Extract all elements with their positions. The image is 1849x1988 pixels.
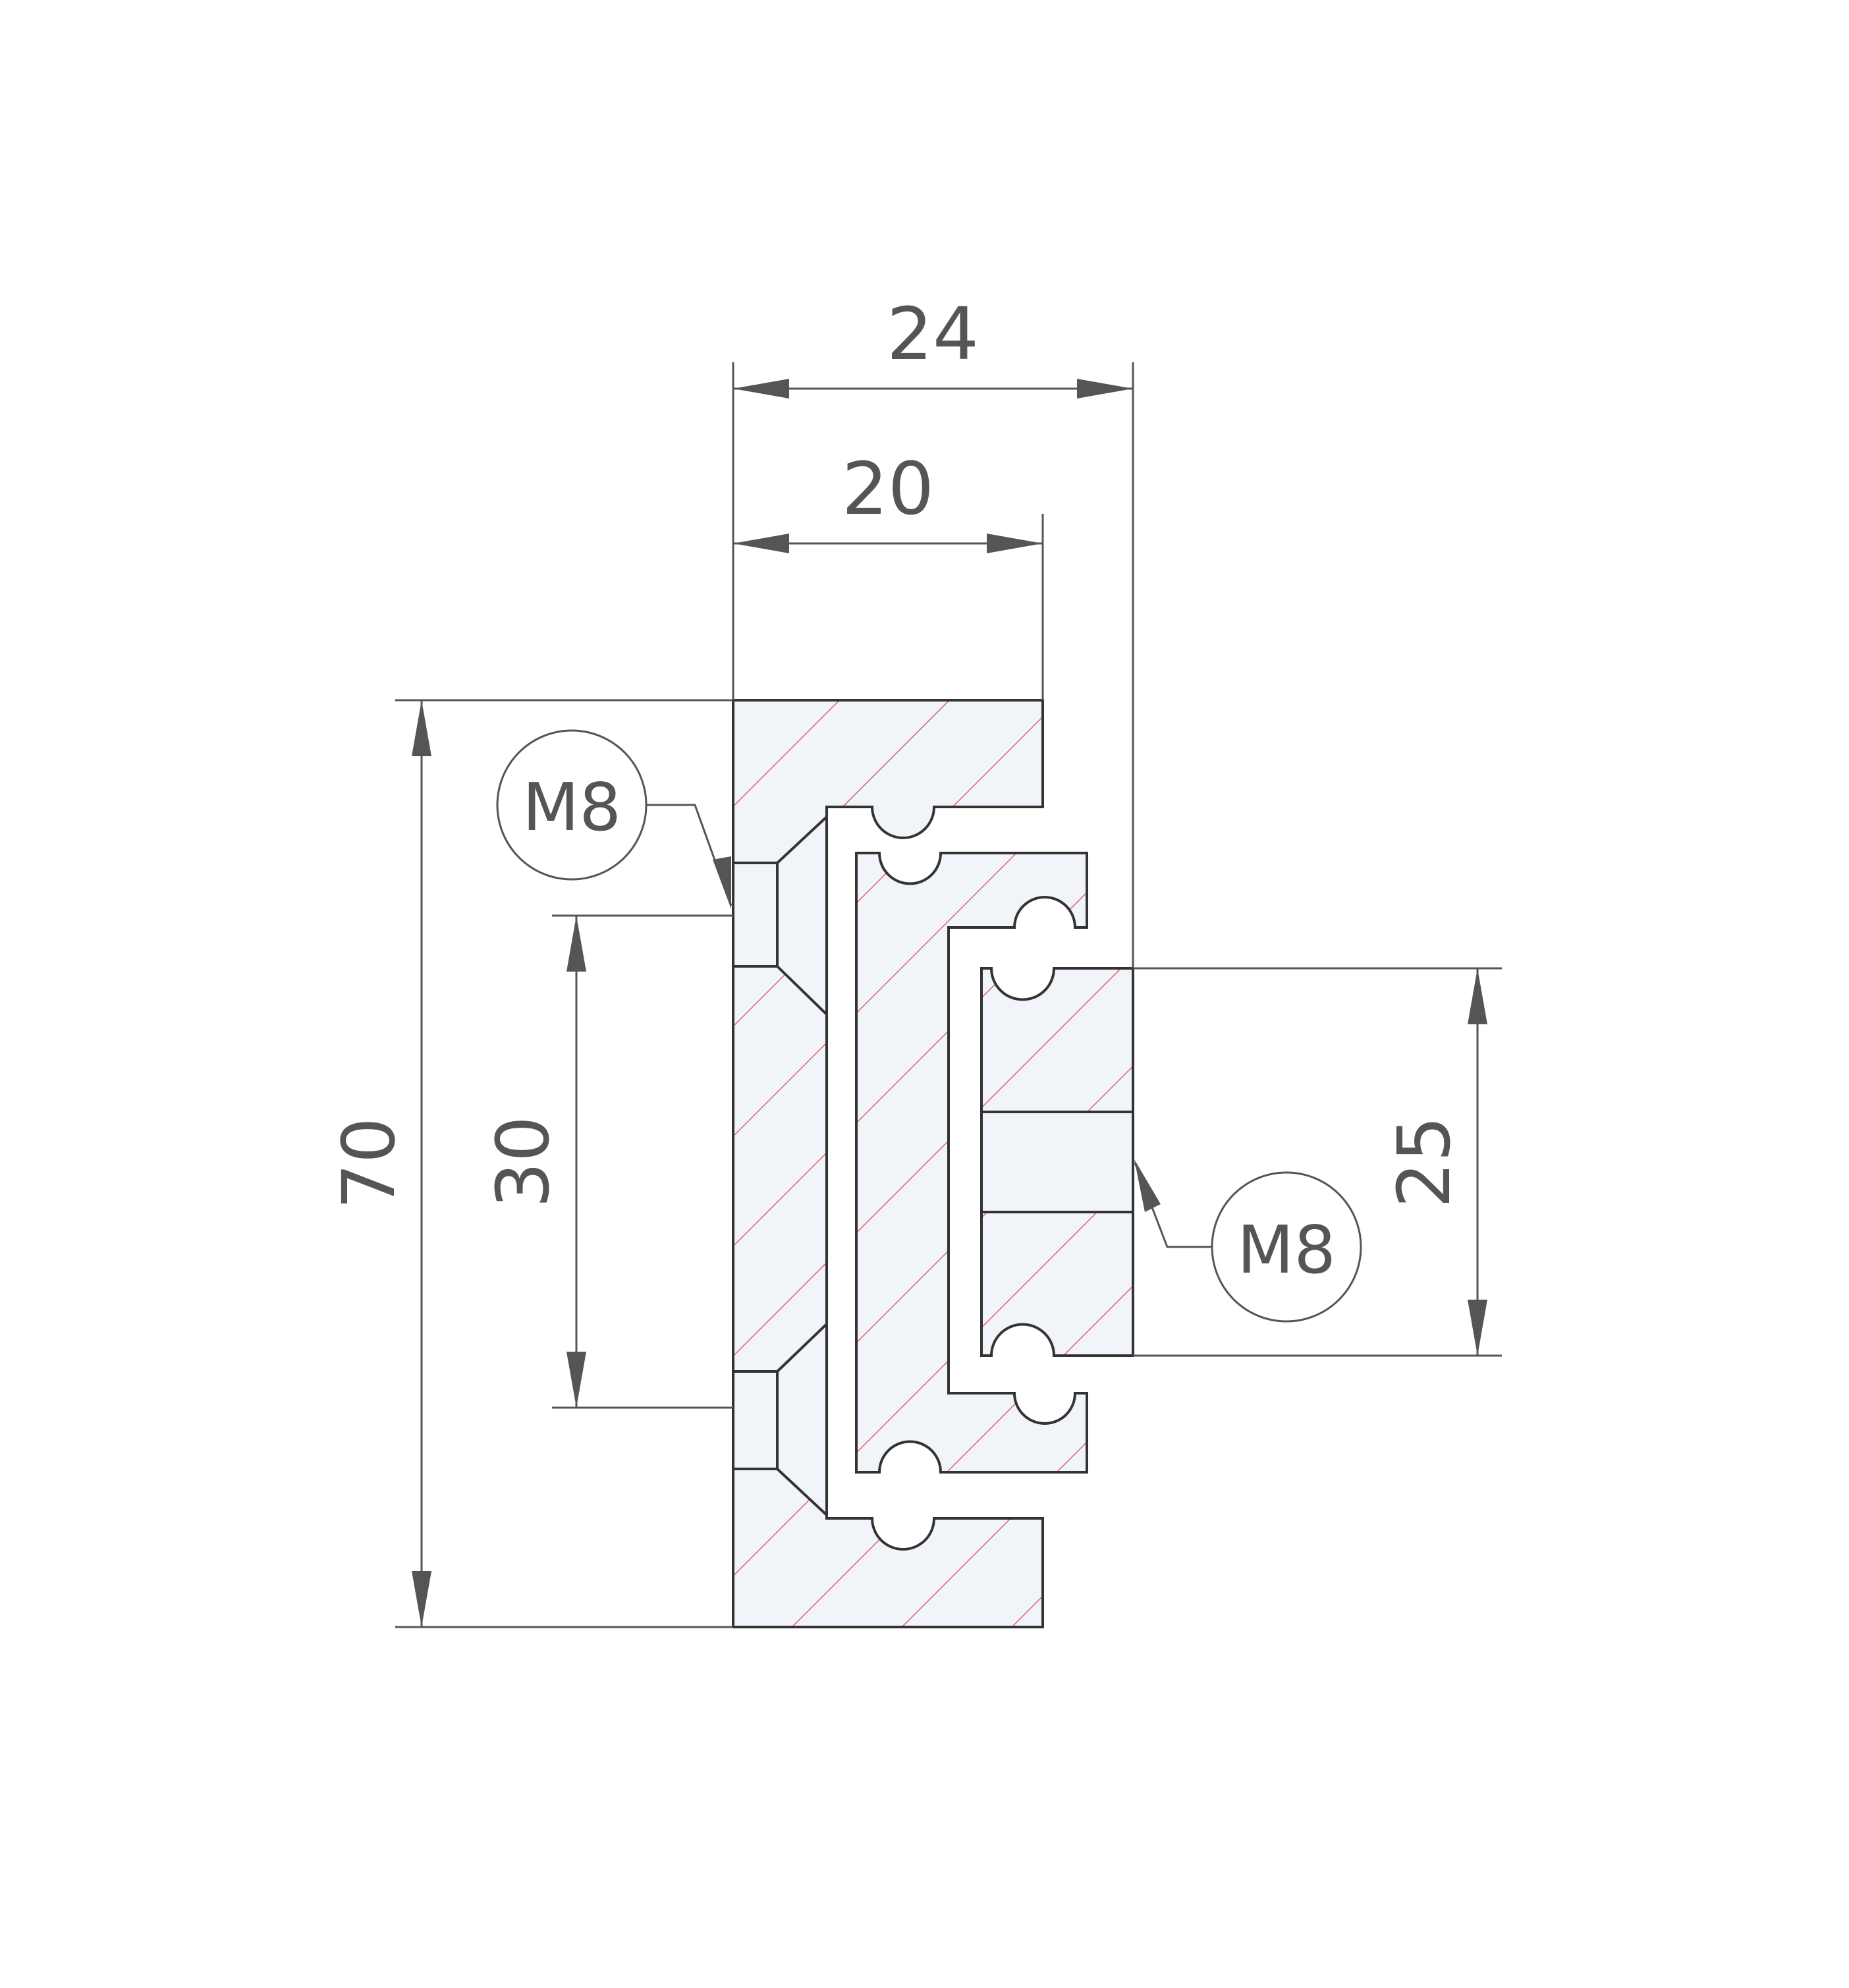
dimension-width-inner: 20 <box>733 447 1044 700</box>
hole-spacing-inner-label: 25 <box>1382 1116 1466 1208</box>
dimension-height-overall: 70 <box>327 699 733 1628</box>
callout-right-thread: M8 <box>1134 1159 1362 1323</box>
dimension-hole-spacing-outer: 30 <box>481 914 733 1409</box>
dimension-width-overall: 24 <box>732 292 1134 968</box>
inner-rail <box>981 968 1133 1356</box>
dimension-hole-spacing-inner: 25 <box>1133 967 1502 1357</box>
left-thread-label: M8 <box>522 769 621 846</box>
middle-rail <box>856 853 1087 1472</box>
width-overall-label: 24 <box>887 292 979 376</box>
inner-threaded-hole <box>981 1112 1133 1212</box>
width-inner-label: 20 <box>842 447 934 531</box>
outer-rail <box>733 700 1043 1627</box>
right-thread-label: M8 <box>1237 1211 1336 1288</box>
outer-counterbore-bottom <box>733 1371 777 1469</box>
outer-counterbore-top <box>733 863 777 966</box>
height-overall-label: 70 <box>327 1117 411 1209</box>
hole-spacing-outer-label: 30 <box>481 1116 565 1208</box>
callout-left-thread: M8 <box>496 729 732 909</box>
